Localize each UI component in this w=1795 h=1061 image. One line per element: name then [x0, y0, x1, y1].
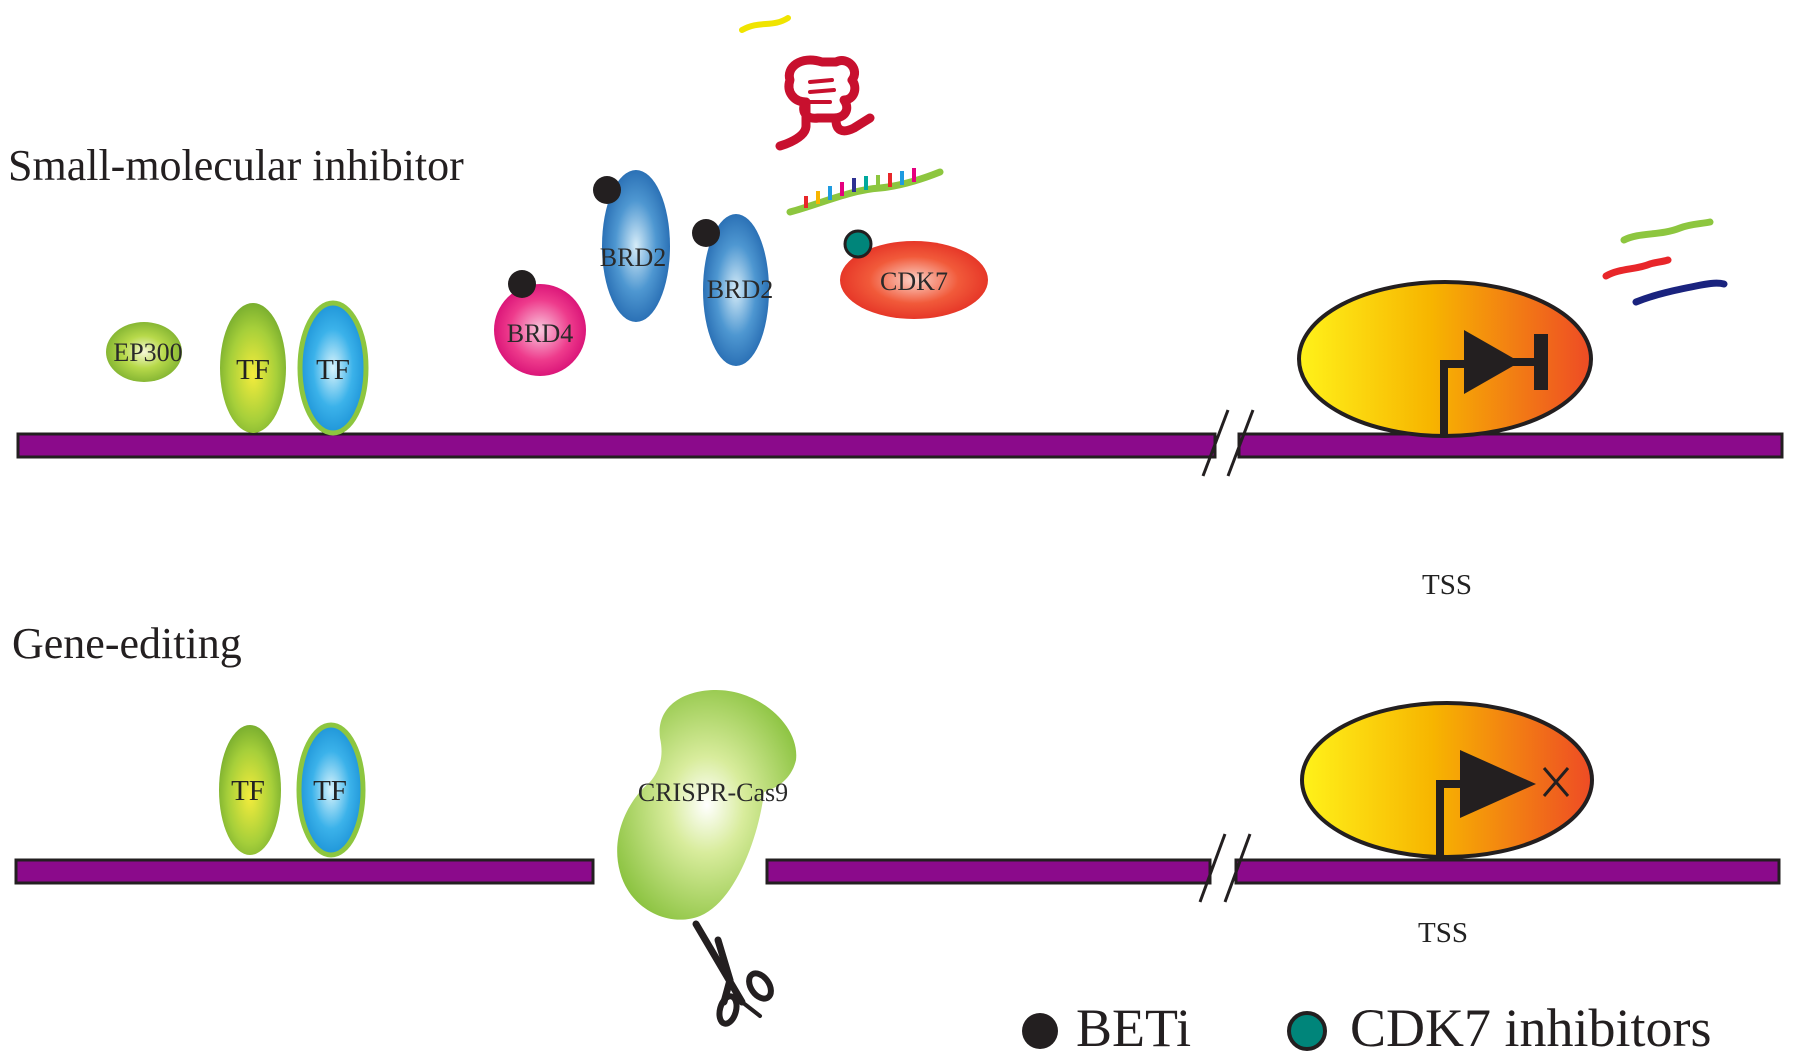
tss-label-top: TSS	[1422, 569, 1472, 601]
cdk7-label: CDK7	[880, 267, 948, 296]
tf-green-top: TF	[220, 303, 286, 433]
brd4-protein: BRD4	[494, 270, 586, 376]
scissors-icon	[692, 920, 774, 1027]
beti-dot	[593, 176, 621, 204]
brd4-label: BRD4	[507, 319, 573, 348]
tss-label-bottom: TSS	[1418, 917, 1468, 949]
tf-blue-bottom: TF	[296, 722, 366, 858]
brd2-label: BRD2	[600, 243, 666, 272]
rna-polymerase-bottom	[1300, 701, 1594, 859]
cdk7-inhibitor-dot	[843, 229, 873, 259]
tf-label: TF	[313, 775, 347, 807]
tf-label: TF	[236, 354, 270, 386]
beti-legend-label: BETi	[1076, 998, 1191, 1058]
brd2-protein-2: BRD2	[692, 214, 773, 366]
tf-blue-top: TF	[297, 300, 369, 436]
brd2-protein-1: BRD2	[593, 170, 670, 322]
beti-legend-dot	[1022, 1013, 1058, 1049]
beti-dot	[508, 270, 536, 298]
tf-label: TF	[231, 775, 265, 807]
mrna-strand-with-bases	[786, 168, 944, 216]
brd2-label: BRD2	[707, 275, 773, 304]
gene-editing-title: Gene-editing	[12, 619, 242, 668]
crispr-cas9-label: CRISPR-Cas9	[638, 778, 788, 807]
rna-squiggle-yellow	[739, 15, 791, 33]
cdk7-protein: CDK7	[840, 229, 988, 319]
beti-dot	[692, 219, 720, 247]
dna-strand-top	[16, 409, 1784, 477]
tf-label: TF	[316, 354, 350, 386]
rna-polymerase-top	[1297, 280, 1593, 438]
small-molecule-title: Small-molecular inhibitor	[8, 141, 464, 190]
cross-icon	[1542, 767, 1570, 797]
hairpin-rna-icon	[775, 55, 875, 151]
transcription-block-bar	[1534, 334, 1548, 390]
crispr-cas9-protein: CRISPR-Cas9	[617, 690, 797, 920]
ep300-label: EP300	[113, 338, 182, 367]
ep300-protein: EP300	[106, 322, 183, 382]
legend: BETi CDK7 inhibitors	[1022, 998, 1712, 1058]
transcripts-icon	[1602, 218, 1728, 306]
cdk7-inhibitors-legend-label: CDK7 inhibitors	[1350, 998, 1712, 1058]
cdk7-inhibitor-legend-dot	[1287, 1011, 1327, 1051]
dna-strand-bottom	[14, 833, 1781, 903]
tf-green-bottom: TF	[219, 725, 281, 855]
